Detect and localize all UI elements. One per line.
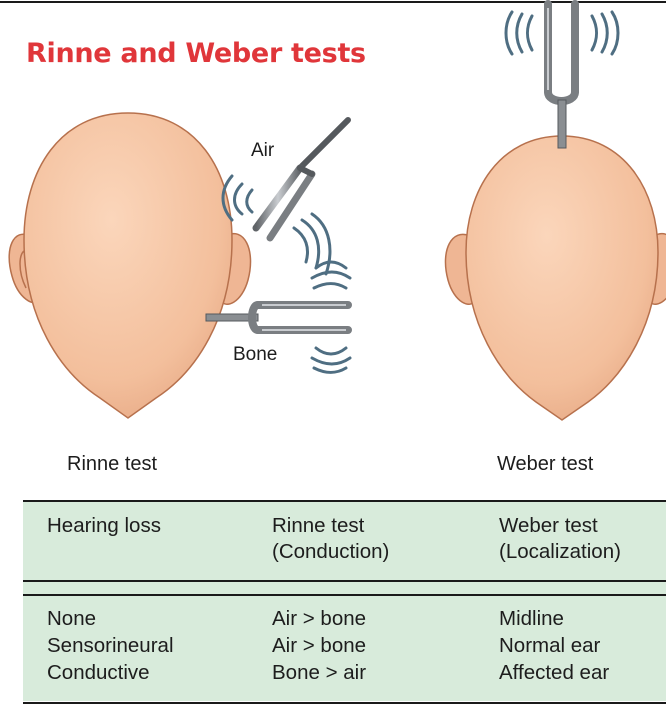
table-header-rule-2 [23,594,666,596]
table-cell-hearing-loss: Conductive [47,661,150,684]
rinne-test-caption: Rinne test [67,453,158,475]
head-shape-left [23,112,233,419]
header-hearing-loss: Hearing loss [47,514,161,537]
header-weber-subtitle: (Localization) [499,540,621,563]
header-rinne-test: Rinne test [272,514,365,537]
table-cell-hearing-loss: None [47,607,97,630]
table-top-rule [23,500,666,502]
header-rinne-subtitle: (Conduction) [272,540,390,563]
page-title: Rinne and Weber tests [26,38,366,69]
table-cell-rinne: Bone > air [272,661,367,684]
head-shape-right [465,135,659,421]
table-cell-rinne: Air > bone [272,607,367,630]
air-tuning-fork-icon [252,117,351,242]
table-cell-weber: Normal ear [499,634,601,657]
hearing-test-illustration: Air Bone [8,0,666,421]
table-header-rule-1 [23,580,666,582]
results-table [23,500,666,701]
bone-label: Bone [233,344,277,365]
header-weber-test: Weber test [499,514,598,537]
weber-tuning-fork-icon [544,0,579,149]
top-border [0,1,666,3]
air-sound-waves-icon [221,174,332,276]
table-bottom-rule [23,702,666,704]
air-label: Air [251,140,275,161]
table-cell-weber: Midline [499,607,564,630]
bone-sound-waves-icon [310,260,352,374]
weber-test-caption: Weber test [497,453,594,475]
weber-sound-waves-icon [504,10,620,56]
table-cell-rinne: Air > bone [272,634,367,657]
weber-head [444,135,666,421]
bone-tuning-fork-icon [205,301,352,334]
rinne-head [8,112,252,419]
table-cell-hearing-loss: Sensorineural [47,634,174,657]
table-cell-weber: Affected ear [499,661,610,684]
